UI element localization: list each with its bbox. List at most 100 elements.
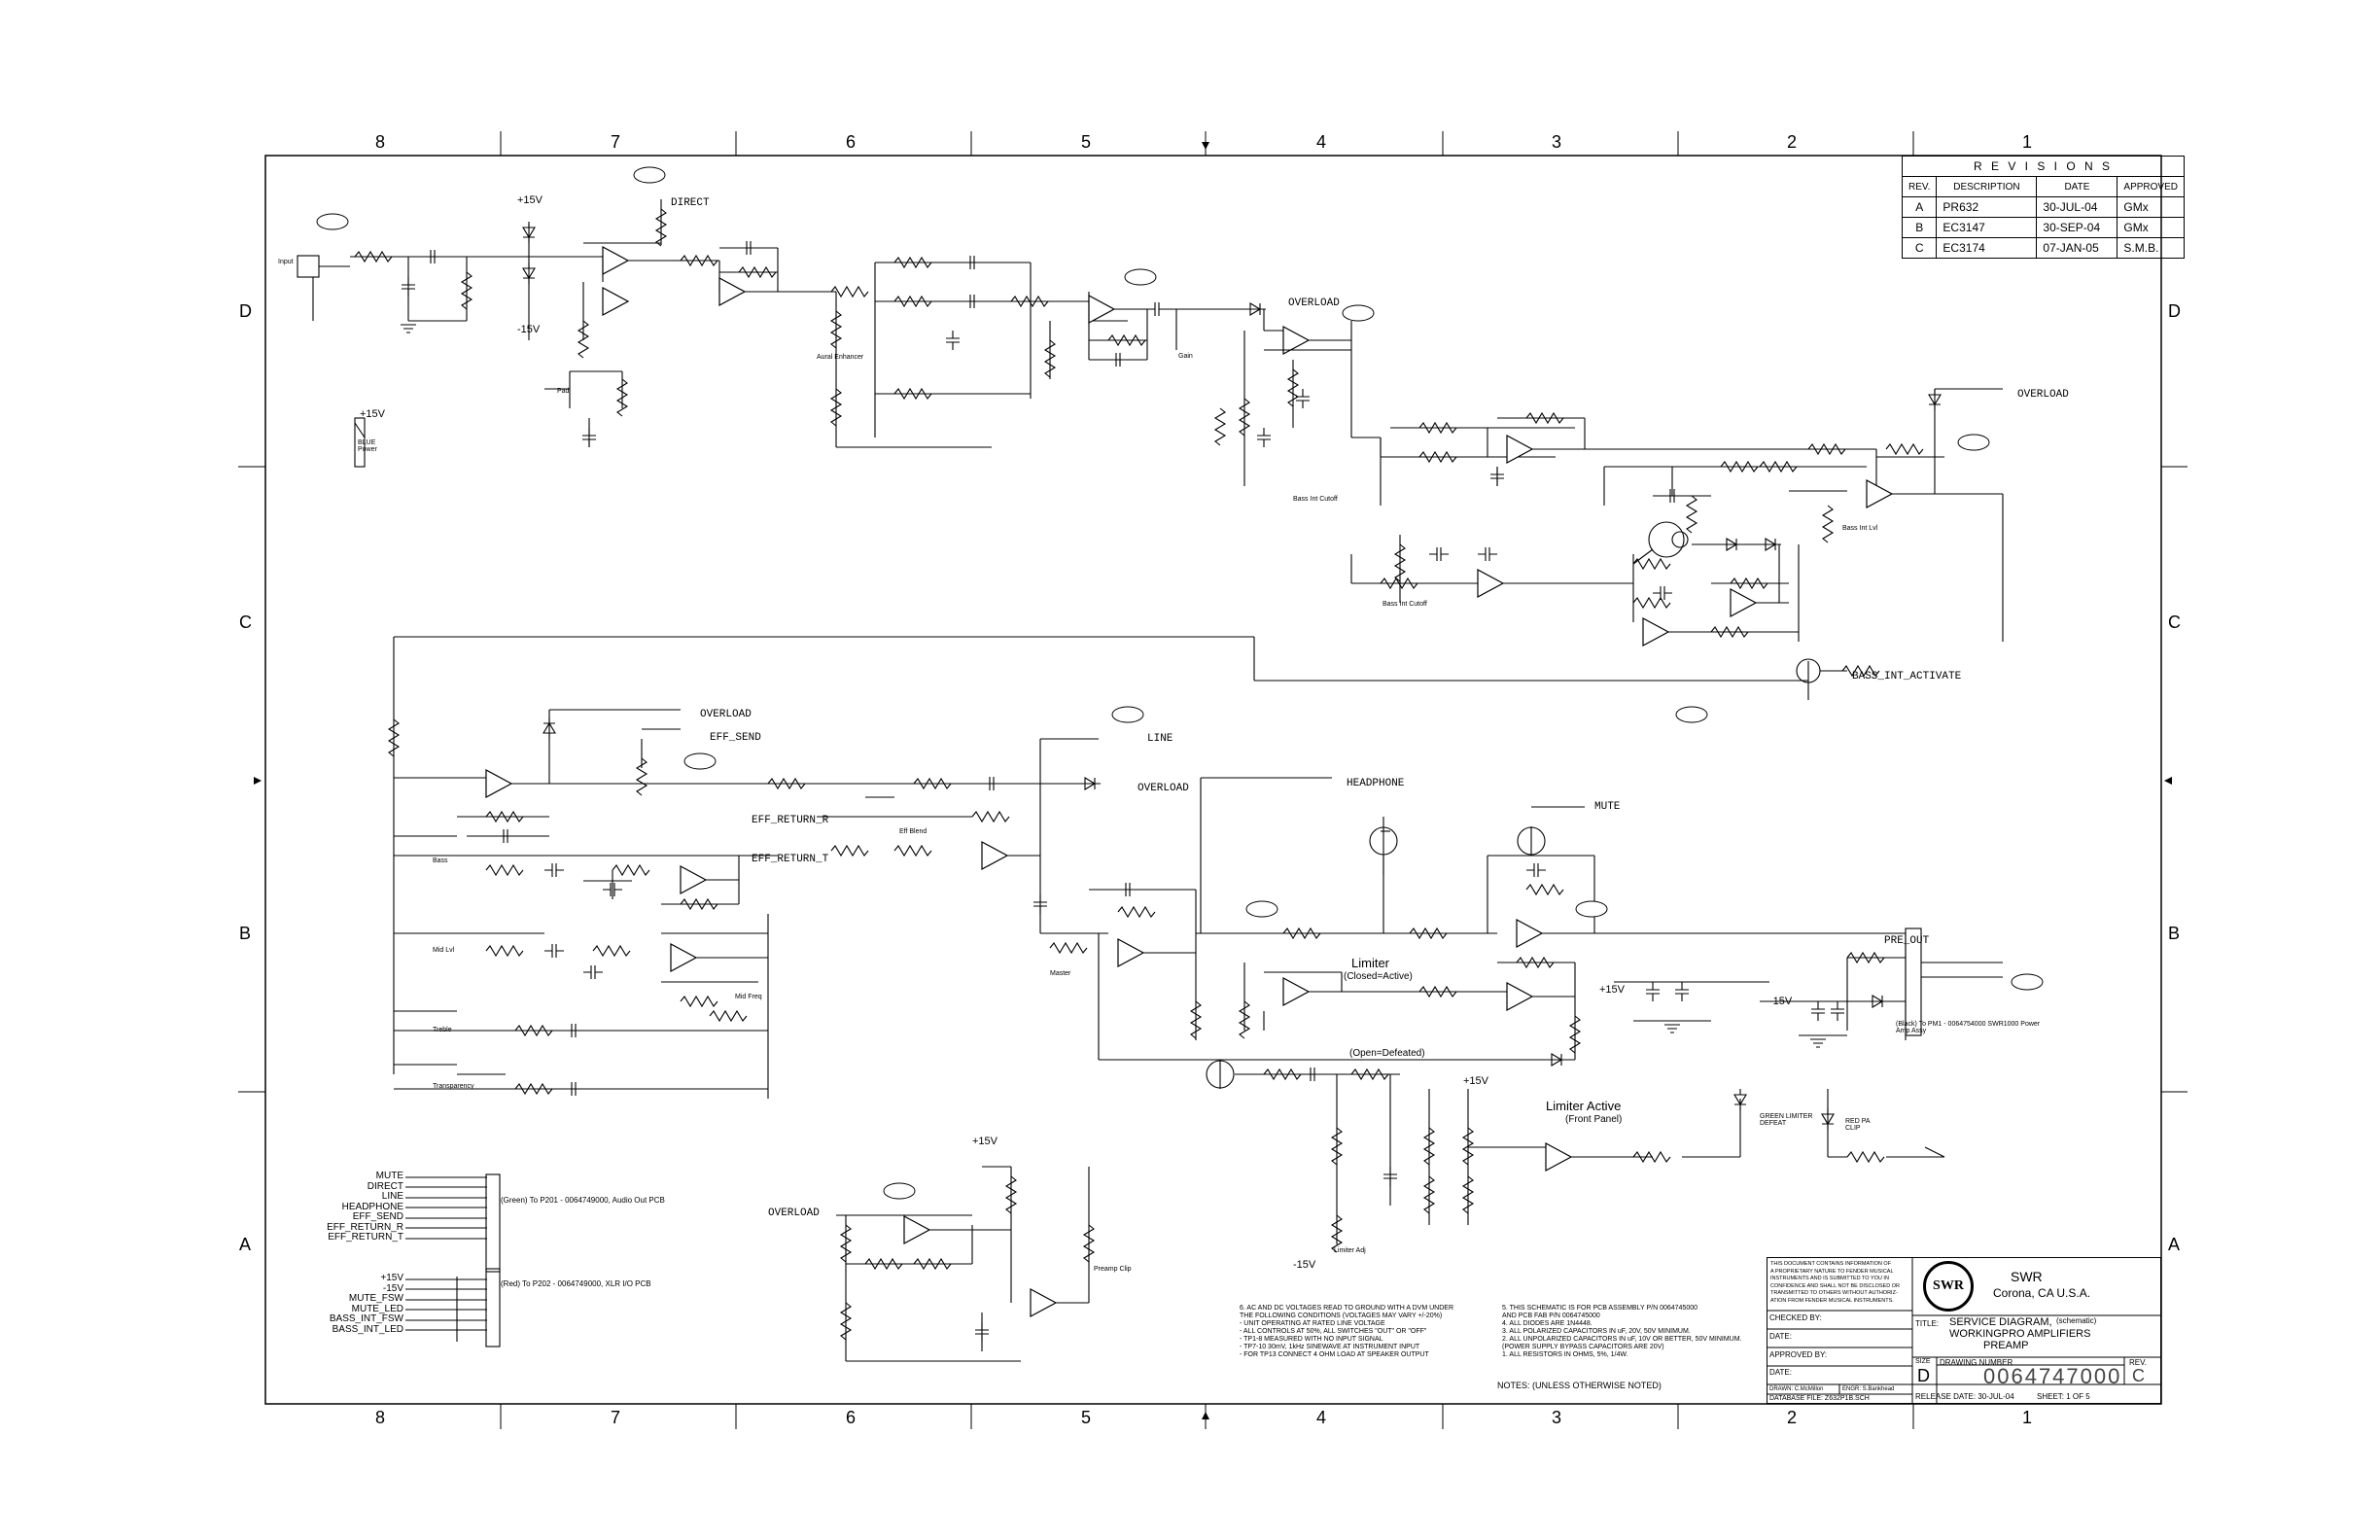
zone-C-left: C [239, 612, 252, 632]
label-blue-power: BLUE Power [358, 439, 377, 453]
approved-cell: S.M.B. [2117, 237, 2185, 259]
pin-mute-fsw: MUTE_FSW [348, 1293, 403, 1304]
description-cell: EC3174 [1936, 237, 2038, 259]
supply-label-plus15: +15V [517, 194, 542, 206]
net-label-direct: DIRECT [671, 197, 710, 209]
release-date: RELEASE DATE: 30-JUL-04 [1915, 1392, 2014, 1401]
label-aural-enhancer: Aural Enhancer [817, 354, 864, 361]
zone-D-left: D [239, 301, 252, 321]
description-cell: EC3147 [1936, 217, 2038, 238]
zone-8-bottom: 8 [375, 1408, 386, 1427]
database-file: DATABASE FILE: Z632P1B.SCH [1769, 1395, 1870, 1402]
net-label-overload: OVERLOAD [2017, 389, 2069, 401]
drawing-number-label: DRAWING NUMBER [1940, 1358, 2013, 1367]
zone-C-right: C [2168, 612, 2181, 632]
company-name: SWR [2011, 1269, 2043, 1284]
label-eff-blend: Eff Blend [899, 828, 928, 835]
zone-7-top: 7 [611, 132, 621, 152]
zone-ticks [238, 131, 2188, 1429]
pin-bass-int-led: BASS_INT_LED [332, 1323, 403, 1335]
label-preamp-clip: Preamp Clip [1094, 1266, 1132, 1273]
pin-line: LINE [381, 1191, 403, 1202]
net-label-pre-out: PRE_OUT [1884, 935, 1930, 947]
label-transparency: Transparency [433, 1083, 474, 1090]
revision-row: B EC3147 30-SEP-04 GMx [1901, 217, 2185, 238]
rev-cell: A [1901, 196, 1938, 218]
notes-heading: NOTES: (UNLESS OTHERWISE NOTED) [1497, 1381, 1662, 1390]
net-label-eff-return-t: EFF_RETURN_T [752, 854, 829, 865]
border-frame [264, 155, 2162, 1405]
label-to-p201: (Green) To P201 - 0064749000, Audio Out … [501, 1196, 665, 1205]
supply-label-plus15: +15V [972, 1136, 998, 1147]
approved-cell: GMx [2117, 196, 2185, 218]
net-label-headphone: HEADPHONE [1347, 778, 1405, 789]
pin-minus15: -15V [382, 1282, 403, 1294]
note-line: 6. AC AND DC VOLTAGES READ TO GROUND WIT… [1240, 1305, 1454, 1312]
net-label-eff-send: EFF_SEND [710, 732, 761, 744]
note-line: 4. ALL DIODES ARE 1N4448. [1502, 1320, 1592, 1327]
zone-3-bottom: 3 [1552, 1408, 1562, 1427]
title-schematic: (schematic) [2056, 1316, 2097, 1325]
net-label-overload: OVERLOAD [700, 709, 752, 720]
limiter-section [1040, 777, 1945, 1253]
note-line: THE FOLLOWING CONDITIONS (VOLTAGES MAY V… [1240, 1312, 1443, 1319]
label-input: Input [278, 259, 294, 265]
annotation-limiter-active: Limiter Active [1546, 1099, 1622, 1113]
net-label-overload: OVERLOAD [1138, 783, 1189, 794]
annotation-front-panel: (Front Panel) [1565, 1114, 1623, 1125]
pin-eff-send: EFF_SEND [352, 1211, 403, 1222]
zone-2-bottom: 2 [1787, 1408, 1798, 1427]
connector-p1-labels: MUTE DIRECT LINE HEADPHONE EFF_SEND EFF_… [311, 1171, 403, 1243]
zone-7-bottom: 7 [611, 1408, 621, 1427]
approved-by-label: APPROVED BY: [1769, 1350, 1828, 1359]
annotation-closed-active: (Closed=Active) [1344, 971, 1413, 982]
label-treble: Treble [433, 1027, 452, 1033]
note-line: AND PCB FAB P/N 0064745000 [1502, 1312, 1600, 1319]
swr-logo: SWR [1923, 1261, 1974, 1312]
drawn-by: DRAWN: C.McMillon [1769, 1386, 1824, 1392]
zone-B-right: B [2168, 924, 2181, 943]
net-label-overload: OVERLOAD [768, 1208, 820, 1219]
label-to-pm1: (Black) To PM1 - 0064754000 SWR1000 Powe… [1896, 1021, 2041, 1034]
power-output [1594, 928, 2003, 1048]
size-label: SIZE [1915, 1358, 1931, 1365]
supply-label-minus15: -15V [1769, 996, 1793, 1007]
pin-mute-led: MUTE_LED [351, 1303, 403, 1314]
date-cell: 07-JAN-05 [2036, 237, 2118, 259]
disclaimer: THIS DOCUMENT CONTAINS INFORMATION OF A … [1770, 1261, 1900, 1305]
pin-direct: DIRECT [367, 1180, 403, 1192]
zone-5-bottom: 5 [1081, 1408, 1092, 1427]
supply-label-plus15: +15V [1463, 1075, 1488, 1087]
zone-1-bottom: 1 [2022, 1408, 2033, 1427]
label-mid-freq: Mid Freq [735, 994, 762, 1000]
date-label: DATE: [1769, 1332, 1792, 1341]
rev-value: C [2132, 1366, 2145, 1385]
date-label: DATE: [1769, 1368, 1792, 1377]
label-pad: Pad [557, 388, 570, 395]
pin-plus15: +15V [380, 1273, 403, 1283]
net-label-eff-return-r: EFF_RETURN_R [752, 815, 829, 826]
engineer: ENGR: S.Bankhead [1842, 1386, 1895, 1392]
label-red-pa-clip: RED PA CLIP [1845, 1118, 1871, 1132]
revisions-table: R E V I S I O N S REV. DESCRIPTION DATE … [1901, 156, 2185, 259]
label-bass: Bass [433, 858, 448, 864]
approved-header: APPROVED [2117, 176, 2185, 197]
title-line-2: WORKINGPRO AMPLIFIERS [1949, 1328, 2091, 1340]
date-cell: 30-JUL-04 [2036, 196, 2118, 218]
connector-p2-labels: +15V -15V MUTE_FSW MUTE_LED BASS_INT_FSW… [311, 1273, 403, 1335]
note-line: - UNIT OPERATING AT RATED LINE VOLTAGE [1240, 1320, 1385, 1327]
note-line: 5. THIS SCHEMATIC IS FOR PCB ASSEMBLY P/… [1502, 1305, 1698, 1312]
notes-right: 5. THIS SCHEMATIC IS FOR PCB ASSEMBLY P/… [1502, 1305, 1742, 1359]
zone-A-left: A [239, 1235, 252, 1254]
supply-label-minus15: -15V [1293, 1259, 1316, 1271]
net-label-bass-int-activate: BASS_INT_ACTIVATE [1852, 671, 1962, 682]
pin-eff-return-r: EFF_RETURN_R [327, 1221, 403, 1233]
supply-label-minus15: -15V [517, 324, 541, 335]
label-bass-int-cutoff: Bass Int Cutoff [1293, 496, 1338, 503]
zone-2-top: 2 [1787, 132, 1798, 152]
drawing-number: 0064747000 [1983, 1364, 2122, 1388]
description-header: DESCRIPTION [1936, 176, 2038, 197]
zone-1-top: 1 [2022, 132, 2033, 152]
note-line: - FOR TP13 CONNECT 4 OHM LOAD AT SPEAKER… [1240, 1351, 1429, 1358]
